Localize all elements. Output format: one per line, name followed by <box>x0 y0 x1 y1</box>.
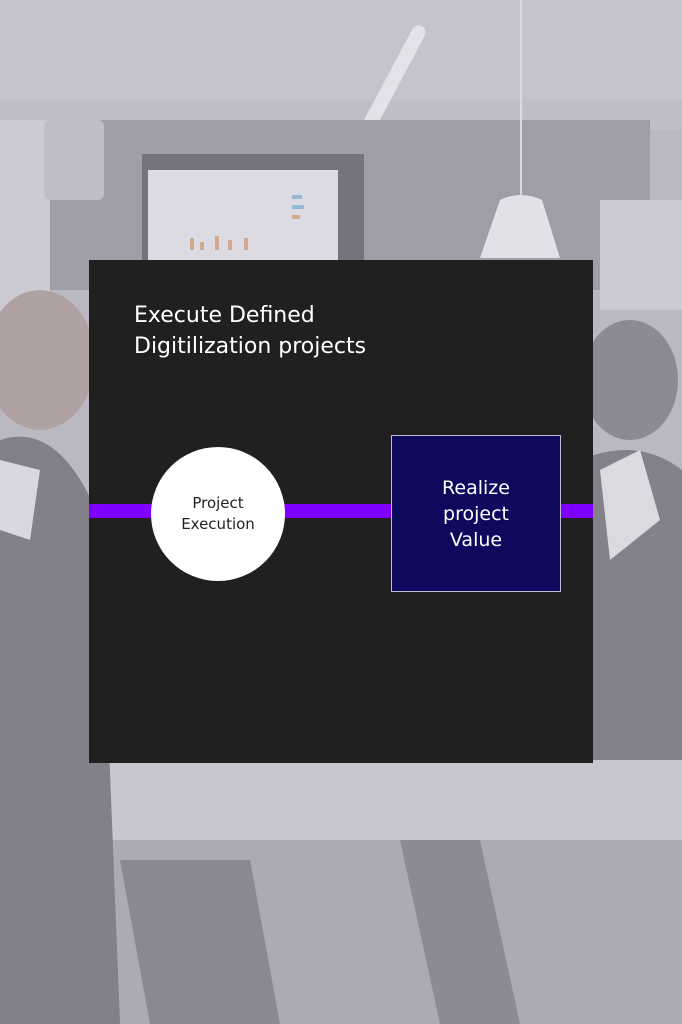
node-realize-project-value-label-1: Realize <box>442 476 510 499</box>
diagram-title-line-2: Digitilization projects <box>134 334 367 359</box>
node-realize-project-value: Realize project Value <box>391 435 561 592</box>
node-realize-project-value-label-2: project <box>443 502 509 525</box>
node-project-execution-label-2: Execution <box>181 515 255 533</box>
diagram-title: Execute Defined Digitilization projects <box>134 300 534 362</box>
node-project-execution: Project Execution <box>151 447 285 581</box>
diagram-title-line-1: Execute Defined <box>134 303 315 328</box>
node-realize-project-value-label-3: Value <box>449 528 503 551</box>
node-project-execution-label-1: Project <box>192 494 244 512</box>
